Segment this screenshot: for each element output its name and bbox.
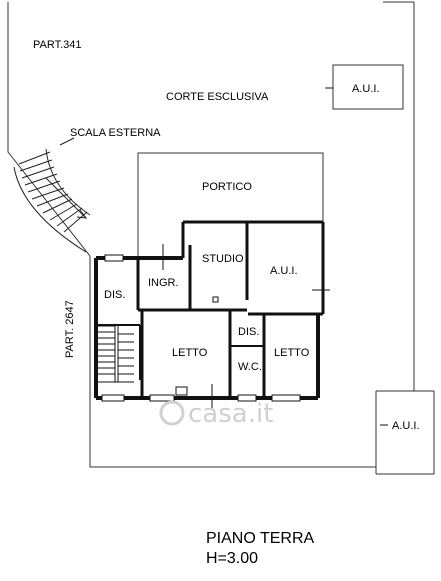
label-letto-right: LETTO — [274, 347, 310, 359]
portico-outline — [137, 152, 324, 258]
label-aui-mid: A.U.I. — [270, 265, 298, 277]
label-aui-top: A.U.I. — [352, 83, 380, 95]
label-dis-left: DIS. — [104, 289, 125, 301]
internal-staircase — [96, 325, 134, 383]
building-walls — [94, 220, 325, 400]
label-part-2647: PART. 2647 — [64, 300, 76, 358]
label-portico: PORTICO — [202, 181, 252, 193]
exterior-staircase — [13, 137, 91, 253]
label-letto-main: LETTO — [172, 347, 208, 359]
floor-title: PIANO TERRA — [206, 530, 315, 547]
floor-height: H=3.00 — [206, 550, 258, 567]
label-dis-center: DIS. — [238, 326, 259, 338]
watermark-text: casa.it — [188, 399, 273, 429]
label-ingr: INGR. — [148, 277, 179, 289]
openings — [101, 87, 388, 426]
label-aui-bottom: A.U.I. — [392, 420, 420, 432]
label-scala-esterna: SCALA ESTERNA — [70, 127, 161, 139]
label-studio: STUDIO — [202, 253, 244, 265]
aui-top-box — [332, 64, 404, 110]
watermark: casa.it — [159, 399, 273, 429]
label-part-341: PART.341 — [33, 39, 82, 51]
label-corte-esclusiva: CORTE ESCLUSIVA — [166, 91, 269, 103]
label-wc: W.C. — [238, 361, 262, 373]
